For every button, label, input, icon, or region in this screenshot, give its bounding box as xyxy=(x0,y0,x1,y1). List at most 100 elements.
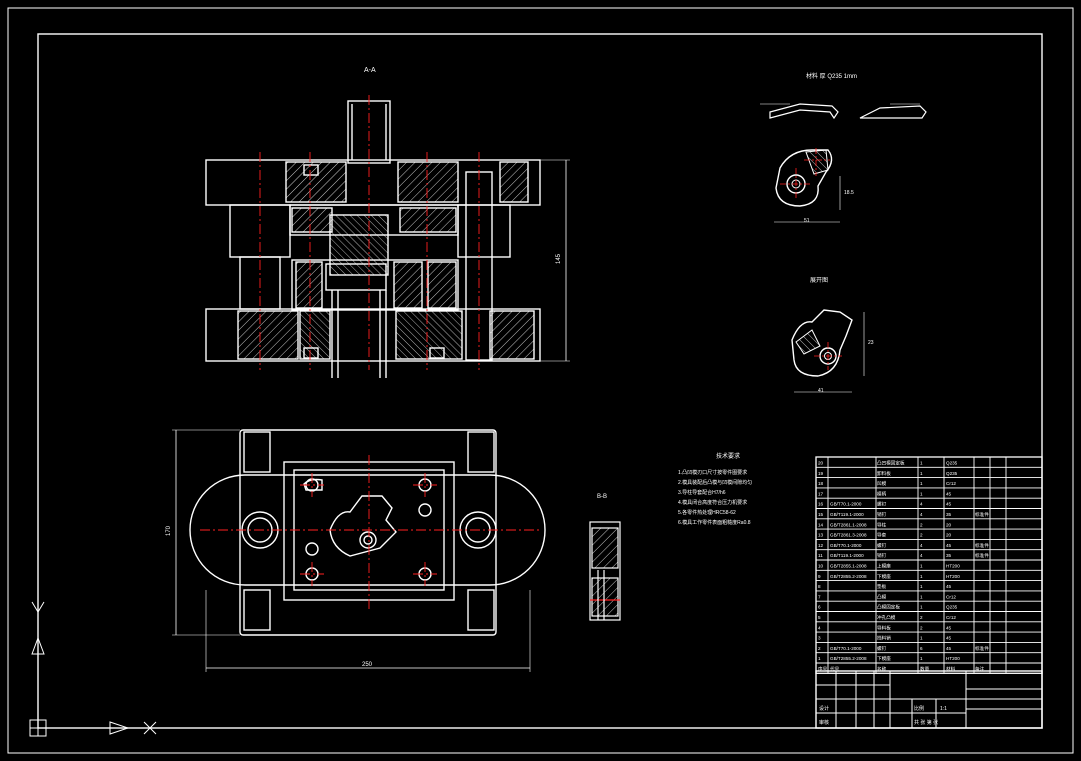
dim-base-width: 250 xyxy=(362,662,373,668)
bom-cell-mat: 45 xyxy=(946,636,952,641)
bom-cell-mat: HT200 xyxy=(946,564,960,569)
bom-cell-qty: 2 xyxy=(920,615,923,620)
bom-cell-code: GB/T2855.2-2008 xyxy=(830,656,867,661)
bom-cell-no: 3 xyxy=(818,636,821,641)
bom-cell-mat: 45 xyxy=(946,543,952,548)
bom-cell-no: 9 xyxy=(818,574,821,579)
main-center-lines xyxy=(259,95,480,370)
section-label-main: A-A xyxy=(364,67,376,74)
note-line: 2.模具装配后凸模与凹模间隙均匀 xyxy=(678,479,752,486)
bom-cell-qty: 1 xyxy=(920,564,923,569)
bom-cell-name: 螺钉 xyxy=(877,645,887,652)
bom-header-code: 代号 xyxy=(830,666,840,673)
bom-cell-mat: 45 xyxy=(946,625,952,630)
bom-cell-code: GB/T2855.2-2008 xyxy=(830,574,867,579)
bom-cell-no: 5 xyxy=(818,615,821,620)
title-label-sheet: 共 张 第 张 xyxy=(914,719,938,726)
bom-cell-mat: Q235 xyxy=(946,461,958,466)
dim-base-height: 170 xyxy=(166,525,172,536)
part-drawing: 材料 厚 Q235 1mm 51 18.5 xyxy=(760,72,927,224)
bom-cell-code: GB/T70.1-2000 xyxy=(830,646,862,651)
bom-cell-mat: 45 xyxy=(946,646,952,651)
bom-cell-note: 标准件 xyxy=(975,511,989,518)
bom-cell-code: GB/T70.1-2000 xyxy=(830,543,862,548)
bom-header-no: 序号 xyxy=(818,666,828,673)
sheet-border xyxy=(7,7,1074,754)
bom-cell-name: 凸模固定板 xyxy=(877,604,900,611)
bom-cell-no: 18 xyxy=(818,481,824,486)
bom-cell-qty: 4 xyxy=(920,553,923,558)
dim-main-height: 145 xyxy=(556,253,562,264)
bom-header-note: 备注 xyxy=(975,666,985,673)
part-title: 材料 厚 Q235 1mm xyxy=(806,72,857,80)
bom-cell-qty: 1 xyxy=(920,656,923,661)
dim-unfold-height: 23 xyxy=(868,340,874,346)
bom-cell-mat: 35 xyxy=(946,512,952,517)
bom-cell-mat: 45 xyxy=(946,491,952,496)
bom-cell-name: 销钉 xyxy=(877,511,887,518)
bom-cell-qty: 6 xyxy=(920,646,923,651)
bom-cell-no: 19 xyxy=(818,471,824,476)
bom-cell-name: 冲孔凸模 xyxy=(877,614,896,621)
plan-center-lines xyxy=(200,455,540,610)
bom-cell-no: 13 xyxy=(818,533,824,538)
bom-cell-no: 10 xyxy=(818,564,824,569)
bom-cell-name: 螺钉 xyxy=(877,501,887,508)
bom-cell-mat: 45 xyxy=(946,584,952,589)
unfolded-outline xyxy=(791,309,853,377)
bom-cell-qty: 1 xyxy=(920,491,923,496)
bom-cell-name: 下模座 xyxy=(877,573,891,580)
bom-cell-no: 8 xyxy=(818,584,821,589)
bom-cell-code: GB/T2855.1-2008 xyxy=(830,564,867,569)
bom-cell-name: 凸模 xyxy=(877,593,887,600)
title-block: 设计 审核 比例 1:1 共 张 第 张 xyxy=(815,670,1043,729)
bom-cell-no: 20 xyxy=(818,461,824,466)
bom-cell-name: 上模座 xyxy=(877,563,891,570)
bom-header-name: 名称 xyxy=(877,666,887,673)
ucs-axis-icon xyxy=(29,601,157,737)
lower-die-plate xyxy=(205,308,541,362)
bom-cell-name: 垫板 xyxy=(877,583,887,590)
bom-cell-note: 标准件 xyxy=(975,645,989,652)
bom-cell-mat: Q235 xyxy=(946,605,958,610)
dim-unfold-width: 41 xyxy=(818,388,824,394)
bom-cell-qty: 4 xyxy=(920,502,923,507)
technical-notes: 技术要求 1.凸凹模刃口尺寸按零件图要求 2.模具装配后凸模与凹模间隙均匀 3.… xyxy=(678,452,752,526)
bom-cell-qty: 2 xyxy=(920,533,923,538)
unfolded-title: 展开图 xyxy=(810,277,828,284)
dim-part-height: 18.5 xyxy=(844,190,854,196)
bom-cell-code: GB/T2861.3-2008 xyxy=(830,533,867,538)
upper-die-plate xyxy=(205,159,541,206)
bom-cell-no: 15 xyxy=(818,512,824,517)
bom-cell-mat: 20 xyxy=(946,533,952,538)
bom-cell-qty: 1 xyxy=(920,594,923,599)
bom-header-qty: 数量 xyxy=(920,666,930,673)
bom-cell-name: 销钉 xyxy=(877,552,887,559)
main-section-view: A-A 145 xyxy=(205,67,570,378)
bom-cell-name: 导料板 xyxy=(877,624,891,631)
bom-cell-name: 凹模 xyxy=(877,480,887,487)
bom-cell-qty: 4 xyxy=(920,512,923,517)
bom-cell-name: 螺钉 xyxy=(877,542,887,549)
unfolded-center-lines xyxy=(814,342,842,370)
bom-cell-no: 11 xyxy=(818,553,823,558)
unfolded-view: 展开图 41 23 xyxy=(791,277,874,394)
bom-cell-mat: Q235 xyxy=(946,471,958,476)
bom-cell-code: GB/T2861.1-2008 xyxy=(830,522,867,527)
bom-cell-no: 2 xyxy=(818,646,821,651)
dim-part-width: 51 xyxy=(804,218,810,224)
bom-cell-mat: Cr12 xyxy=(946,615,956,620)
bom-cell-qty: 1 xyxy=(920,481,923,486)
bom-cell-code: GB/T119.1-2000 xyxy=(830,553,864,558)
note-line: 4.模具闭合高度符合压力机要求 xyxy=(678,499,747,506)
section-b-view: B-B xyxy=(589,494,621,621)
bom-cell-note: 标准件 xyxy=(975,552,989,559)
bom-cell-no: 14 xyxy=(818,522,824,527)
bom-cell-qty: 1 xyxy=(920,605,923,610)
bom-cell-no: 1 xyxy=(818,656,821,661)
bom-cell-mat: 20 xyxy=(946,522,952,527)
bom-cell-mat: Cr12 xyxy=(946,594,956,599)
bom-cell-mat: HT200 xyxy=(946,656,960,661)
bom-cell-name: 模柄 xyxy=(877,490,887,497)
